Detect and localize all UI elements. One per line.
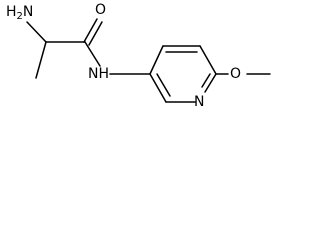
- ring-bond-c6-c1: [149, 73, 167, 103]
- bonds: [26, 18, 271, 103]
- chemical-structure: H2N O NH N O: [6, 2, 271, 110]
- bond-carbonyl-to-nh: [84, 41, 101, 67]
- amine-subscript: 2: [17, 11, 23, 22]
- ring-bond-c4-n-inner: [201, 73, 211, 88]
- pyridine-nitrogen-label: N: [194, 94, 204, 110]
- carbonyl-oxygen-label: O: [95, 2, 106, 18]
- amide-nh-label: NH: [88, 66, 109, 82]
- amine-label: H2N: [6, 4, 33, 22]
- amine-h: H: [6, 4, 17, 20]
- ether-oxygen-label: O: [230, 66, 241, 82]
- ring-bond-c3-c4: [199, 45, 217, 75]
- amine-n: N: [23, 4, 33, 20]
- bond-alpha-c-methyl: [35, 41, 47, 79]
- bond-n-to-alpha-c: [26, 21, 47, 43]
- bond-carbonyl-double-2: [88, 21, 103, 46]
- ring-bond-c6-c1-inner: [156, 73, 171, 97]
- ring-bond-c1-c2: [149, 45, 164, 75]
- atom-labels: H2N O NH N O: [6, 2, 241, 110]
- bond-carbonyl-double-1: [83, 18, 98, 43]
- ring-bond-c4-n: [204, 73, 217, 93]
